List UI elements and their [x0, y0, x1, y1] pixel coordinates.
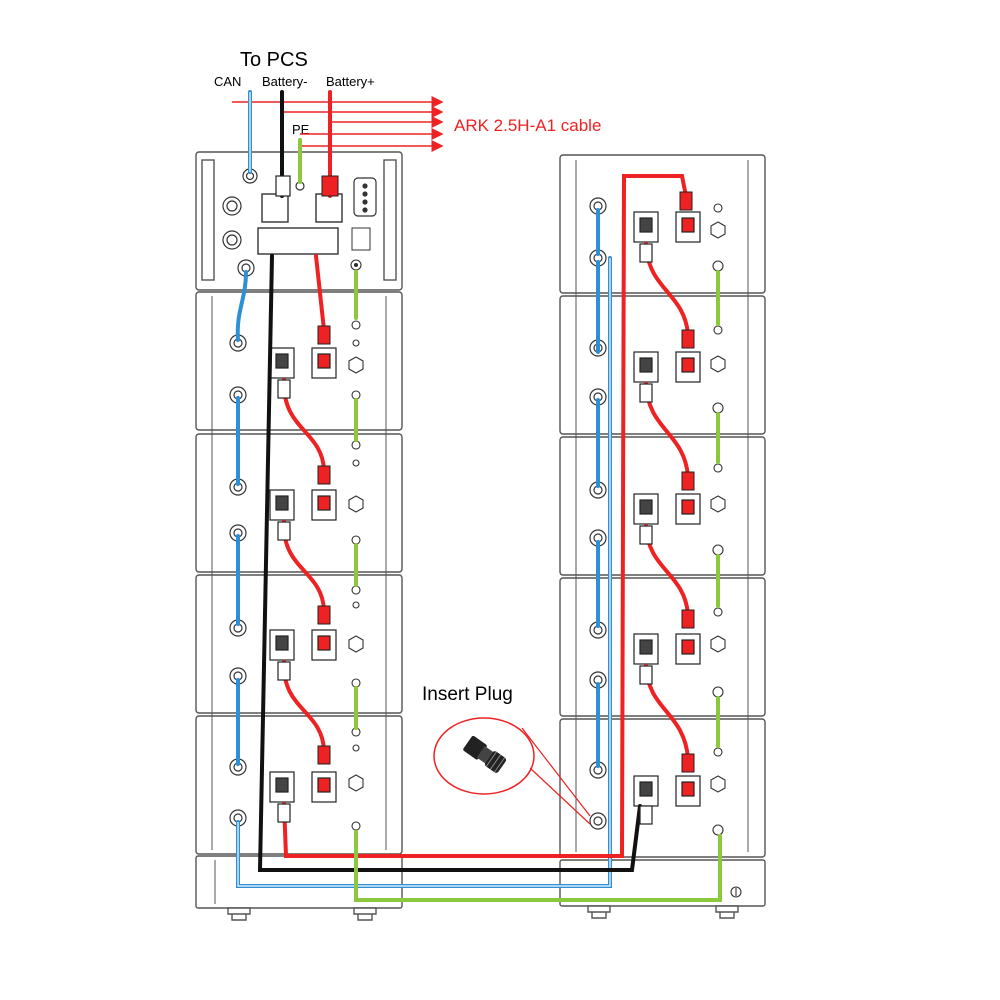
- red-connector-plugs: [317, 175, 695, 773]
- right-module-5: [559, 718, 766, 858]
- left-foot-2: [353, 907, 377, 921]
- cable-label: ARK 2.5H-A1 cable: [454, 116, 601, 135]
- left-module-4: [195, 715, 403, 855]
- left-module-1: [195, 291, 403, 431]
- insert-plug-icon: [463, 735, 507, 773]
- to-pcs-title: To PCS: [240, 49, 308, 71]
- right-link-ports: [589, 197, 607, 830]
- can-label: CAN: [214, 74, 241, 89]
- battery-plus-cables: [281, 90, 690, 858]
- battery-minus-label: Battery-: [262, 74, 308, 89]
- insert-plug-label: Insert Plug: [422, 684, 513, 705]
- right-module-3: [559, 436, 766, 576]
- can-cable-highlight: [237, 92, 611, 887]
- left-module-3: [195, 574, 403, 714]
- pcs-arrows: [232, 96, 444, 152]
- black-connector-plugs: [275, 175, 653, 825]
- bms-ports: [222, 168, 377, 277]
- battery-plus-label: Battery+: [326, 74, 375, 89]
- right-foot-1: [587, 905, 611, 919]
- left-battery-stack: [195, 151, 403, 921]
- insert-plug-pointer-2: [529, 767, 591, 825]
- right-terminal-blocks: [633, 211, 701, 807]
- left-stack-terminals: [348, 259, 364, 831]
- right-foot-2: [715, 905, 739, 919]
- left-module-2: [195, 433, 403, 573]
- left-foot-1: [227, 907, 251, 921]
- right-module-4: [559, 577, 766, 717]
- insert-plug-pointer-1: [521, 727, 591, 817]
- pe-cables: [298, 138, 722, 902]
- right-module-2: [559, 295, 766, 435]
